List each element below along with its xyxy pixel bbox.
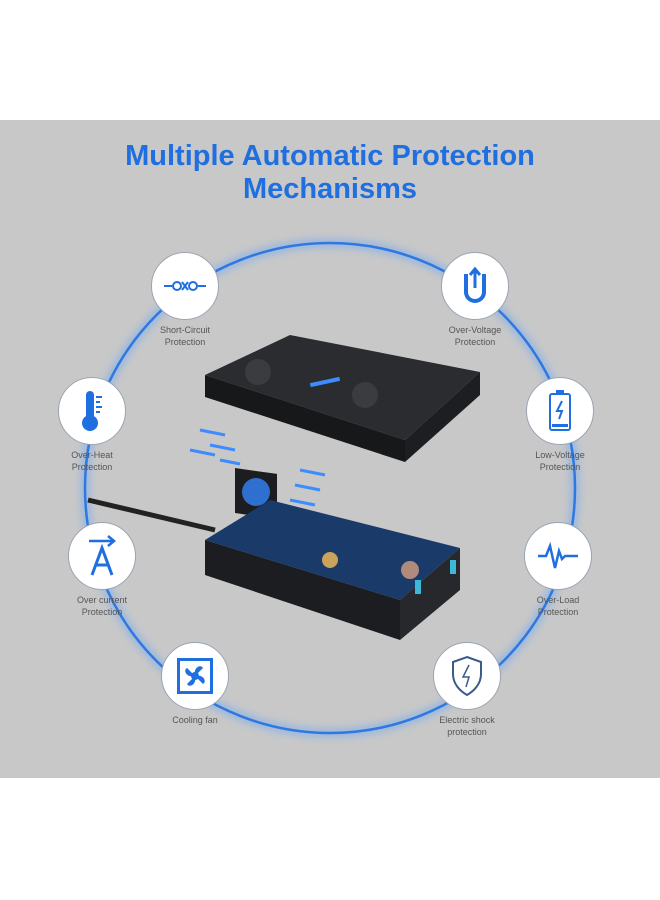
power-cable xyxy=(87,497,216,533)
device-base xyxy=(205,500,460,640)
feature-label: Protection xyxy=(164,337,206,347)
icon-disc xyxy=(524,522,592,590)
feature-label: Protection xyxy=(537,607,579,617)
icon-disc xyxy=(161,642,229,710)
battery-icon xyxy=(549,390,571,431)
page-title: Multiple Automatic Protection Mechanisms xyxy=(0,140,660,206)
feature-label: protection xyxy=(447,727,487,737)
title-line-1: Multiple Automatic Protection xyxy=(125,140,535,172)
icon-disc xyxy=(433,642,501,710)
over-voltage-icon xyxy=(464,266,486,303)
feature-label: Short-Circuit xyxy=(159,325,210,335)
fan-icon xyxy=(177,658,213,694)
shield-lightning-icon xyxy=(452,655,482,697)
device-lid xyxy=(205,335,480,462)
feature-label: Over-Heat xyxy=(71,450,113,460)
feature-electric-shock: Electric shock protection xyxy=(407,642,527,738)
title-line-2: Mechanisms xyxy=(242,173,418,205)
feature-label: Protection xyxy=(71,462,113,472)
airflow-arrows xyxy=(189,428,326,507)
feature-label: Protection xyxy=(81,607,123,617)
thermometer-icon xyxy=(82,391,102,431)
feature-label: Over-Load xyxy=(536,595,580,605)
icon-disc xyxy=(151,252,219,320)
feature-label: Electric shock xyxy=(439,715,495,725)
background-panel xyxy=(0,120,660,778)
ampere-icon xyxy=(89,535,116,576)
feature-cooling-fan: Cooling fan xyxy=(135,642,255,726)
icon-disc xyxy=(526,377,594,445)
feature-label: Protection xyxy=(454,337,496,347)
icon-disc xyxy=(58,377,126,445)
icon-disc xyxy=(68,522,136,590)
feature-label: Protection xyxy=(539,462,581,472)
ring xyxy=(83,241,577,735)
feature-label: Over current xyxy=(76,595,127,605)
feature-label: Low-Voltage xyxy=(535,450,585,460)
feature-label: Cooling fan xyxy=(172,715,218,725)
short-circuit-icon xyxy=(164,281,206,291)
feature-label: Over-Voltage xyxy=(448,325,502,335)
waveform-icon xyxy=(538,541,578,569)
icon-disc xyxy=(441,252,509,320)
